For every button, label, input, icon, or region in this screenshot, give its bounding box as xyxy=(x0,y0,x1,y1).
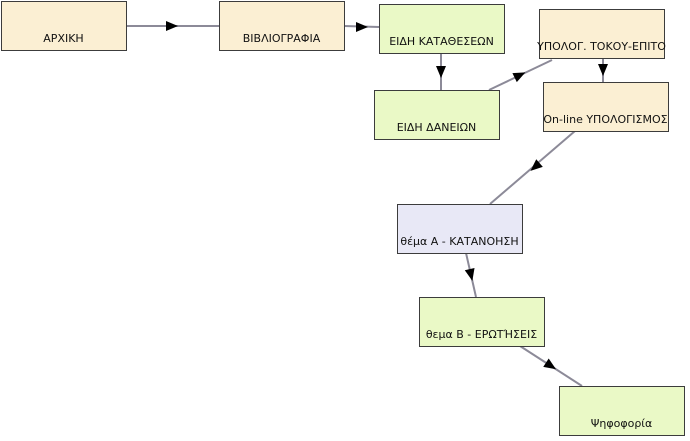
arrowhead-icon xyxy=(464,268,475,281)
node-eidi-katatheseon[interactable]: ΕΙΔΗ ΚΑΤΑΘΕΣΕΩΝ xyxy=(379,4,505,54)
arrowhead-icon xyxy=(356,22,368,32)
node-label: ΒΙΒΛΙΟΓΡΑΦΙΑ xyxy=(243,32,321,45)
edges-layer xyxy=(126,21,608,387)
node-thema-a[interactable]: θέμα Α - ΚΑΤΑΝΟΗΣΗ xyxy=(397,204,523,254)
node-psifoforia[interactable]: Ψηφοφορία xyxy=(559,386,685,436)
node-vivliografia[interactable]: ΒΙΒΛΙΟΓΡΑΦΙΑ xyxy=(219,1,345,51)
node-label: ΥΠΟΛΟΓ. ΤΟΚΟΥ-ΕΠΙΤΟ xyxy=(536,40,666,53)
node-arxiki[interactable]: ΑΡΧΙΚΗ xyxy=(1,1,127,51)
node-box xyxy=(397,204,523,254)
node-box xyxy=(374,90,500,140)
node-label: ΕΙΔΗ ΔΑΝΕΙΩΝ xyxy=(397,121,477,134)
arrowhead-icon xyxy=(598,64,608,76)
node-box xyxy=(559,386,685,436)
arrowhead-icon xyxy=(166,21,178,31)
node-thema-b[interactable]: θεμα Β - ΕΡΩΤΉΣΕΙΣ xyxy=(419,297,545,347)
nodes-layer: ΑΡΧΙΚΗ ΒΙΒΛΙΟΓΡΑΦΙΑ ΕΙΔΗ ΚΑΤΑΘΕΣΕΩΝ ΥΠΟΛΟΓ.… xyxy=(1,1,685,436)
node-ypolog-tokou[interactable]: ΥΠΟΛΟΓ. ΤΟΚΟΥ-ΕΠΙΤΟ xyxy=(536,9,666,59)
node-box xyxy=(539,9,665,59)
node-label: ΑΡΧΙΚΗ xyxy=(43,32,83,45)
node-box xyxy=(379,4,505,54)
node-label: ΕΙΔΗ ΚΑΤΑΘΕΣΕΩΝ xyxy=(389,35,494,48)
node-box xyxy=(543,82,669,132)
node-label: Ψηφοφορία xyxy=(591,417,653,430)
arrowhead-icon xyxy=(512,72,526,83)
node-online-ypologismos[interactable]: On-line ΥΠΟΛΟΓΙΣΜΟΣ xyxy=(543,82,669,132)
arrowhead-icon xyxy=(543,358,557,370)
node-box xyxy=(219,1,345,51)
node-box xyxy=(419,297,545,347)
node-label: θεμα Β - ΕΡΩΤΉΣΕΙΣ xyxy=(426,328,537,341)
node-label: On-line ΥΠΟΛΟΓΙΣΜΟΣ xyxy=(543,113,667,126)
node-label: θέμα Α - ΚΑΤΑΝΟΗΣΗ xyxy=(400,235,518,248)
node-box xyxy=(1,1,127,51)
arrowhead-icon xyxy=(436,66,446,78)
node-eidi-daneion[interactable]: ΕΙΔΗ ΔΑΝΕΙΩΝ xyxy=(374,90,500,140)
arrowhead-icon xyxy=(530,159,543,171)
